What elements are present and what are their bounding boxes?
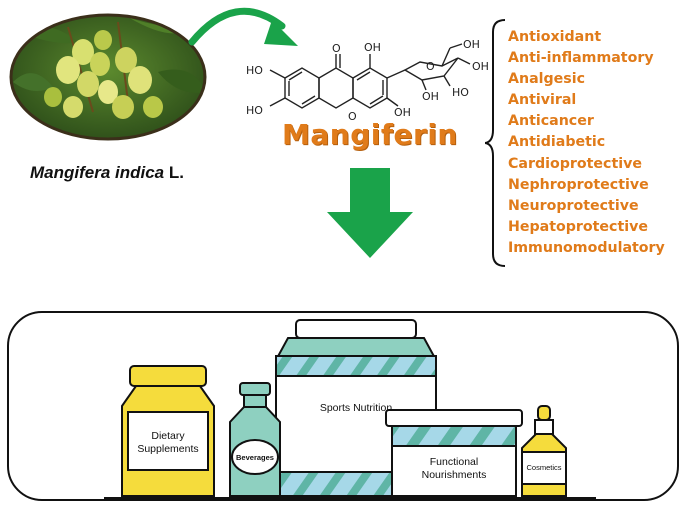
cosmetics-label: Cosmetics (526, 463, 562, 472)
activity-item: Analgesic (508, 71, 586, 88)
activity-item: Immunomodulatory (508, 239, 665, 256)
label-line: Supplements (137, 443, 199, 455)
atom-label: HO (246, 104, 263, 117)
products-illustration (7, 311, 679, 501)
activity-item: Hepatoprotective (508, 218, 648, 235)
curved-arrow-icon (188, 7, 298, 46)
atom-label: HO (246, 64, 263, 77)
activity-list: Antioxidant Anti-inflammatory Analgesic … (508, 27, 665, 259)
activity-item: Anti-inflammatory (508, 50, 654, 67)
atom-label: OH (463, 40, 480, 51)
atom-label: OH (394, 106, 411, 119)
label-line: Dietary (151, 430, 185, 442)
activity-item: Antioxidant (508, 29, 602, 45)
dietary-supplements-label: Dietary Supplements (128, 430, 208, 456)
sports-nutrition-jar (275, 319, 437, 497)
atom-label: O (426, 60, 435, 73)
down-arrow-icon (327, 168, 413, 258)
label-line: Nourishments (421, 469, 487, 481)
species-name: Mangifera indica (30, 163, 165, 182)
activity-item: Antiviral (508, 92, 577, 109)
curly-brace-icon (485, 19, 506, 267)
mango-tree-photo (9, 13, 207, 141)
functional-nourishments-tub (385, 409, 523, 497)
atom-label: O (332, 42, 341, 55)
activity-item: Neuroprotective (508, 197, 639, 214)
activity-item: Anticancer (508, 113, 594, 130)
atom-label: O (348, 110, 357, 123)
species-author: L. (168, 163, 184, 182)
activity-item: Antidiabetic (508, 134, 606, 151)
dietary-supplements-bottle (121, 365, 215, 497)
activity-item: Cardioprotective (508, 155, 642, 172)
cosmetics-dropper (521, 405, 567, 497)
beverages-label: Beverages (236, 453, 274, 462)
atom-label: OH (472, 60, 489, 73)
products-panel: Dietary Supplements Beverages Sports Nut… (0, 300, 685, 505)
atom-label: OH (422, 90, 439, 103)
label-line: Functional (429, 456, 479, 468)
mangiferin-structure: O OH HO HO OH OH OH HO OH O O (246, 40, 489, 123)
beverages-bottle (229, 382, 281, 497)
atom-label: OH (364, 41, 381, 54)
functional-nourishments-label: Functional Nourishments (392, 456, 516, 482)
sports-nutrition-label: Sports Nutrition (319, 402, 393, 414)
atom-label: HO (452, 86, 469, 99)
compound-name: Mangiferin (282, 118, 458, 151)
activity-item: Nephroprotective (508, 176, 649, 193)
species-label: Mangifera indica L. (30, 163, 230, 183)
